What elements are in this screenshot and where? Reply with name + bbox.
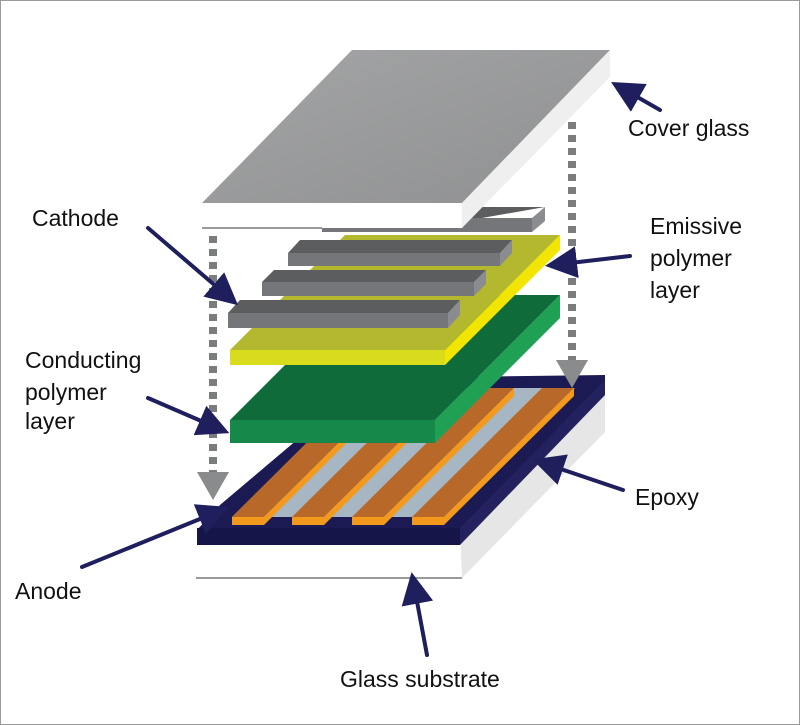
cover-glass-arrow-icon: [611, 82, 662, 112]
cathode-strip: [228, 300, 460, 328]
conducting-arrow-icon: [146, 396, 230, 436]
cathode-strip: [288, 240, 512, 266]
emissive-side: [445, 235, 560, 365]
cover-glass-side: [462, 50, 610, 228]
label-emissive-2: polymer: [650, 245, 732, 271]
down-arrow-icon: [197, 472, 229, 500]
anode-strip: [352, 388, 514, 525]
label-cathode: Cathode: [32, 205, 119, 231]
cover-glass-front: [202, 203, 462, 228]
label-glass-substrate: Glass substrate: [340, 666, 500, 692]
down-arrow-icon: [556, 360, 588, 388]
cathode-arrow-icon: [146, 226, 239, 306]
label-conducting-3: layer: [25, 408, 75, 434]
label-epoxy: Epoxy: [635, 484, 699, 510]
conducting-side: [435, 295, 560, 443]
epoxy-front: [197, 528, 460, 545]
emissive-arrow-icon: [545, 246, 632, 279]
label-anode: Anode: [15, 578, 82, 604]
label-emissive-1: Emissive: [650, 213, 743, 239]
conducting-front: [230, 420, 435, 443]
cover-glass: [202, 50, 610, 229]
epoxy-arrow-icon: [532, 454, 625, 492]
glass-substrate-arrow-icon: [401, 572, 434, 657]
label-emissive-3: layer: [650, 277, 700, 303]
cathode-strip: [262, 270, 486, 296]
anode-layer: [232, 388, 575, 525]
cover-glass-top: [202, 50, 610, 203]
emissive-front: [230, 350, 445, 365]
assembly-guide-right: [556, 122, 588, 388]
label-conducting-1: Conducting: [25, 347, 142, 373]
anode-arrow-icon: [80, 504, 230, 569]
anode-strip: [412, 388, 574, 525]
label-cover-glass: Cover glass: [628, 115, 750, 141]
label-conducting-2: polymer: [25, 379, 107, 405]
